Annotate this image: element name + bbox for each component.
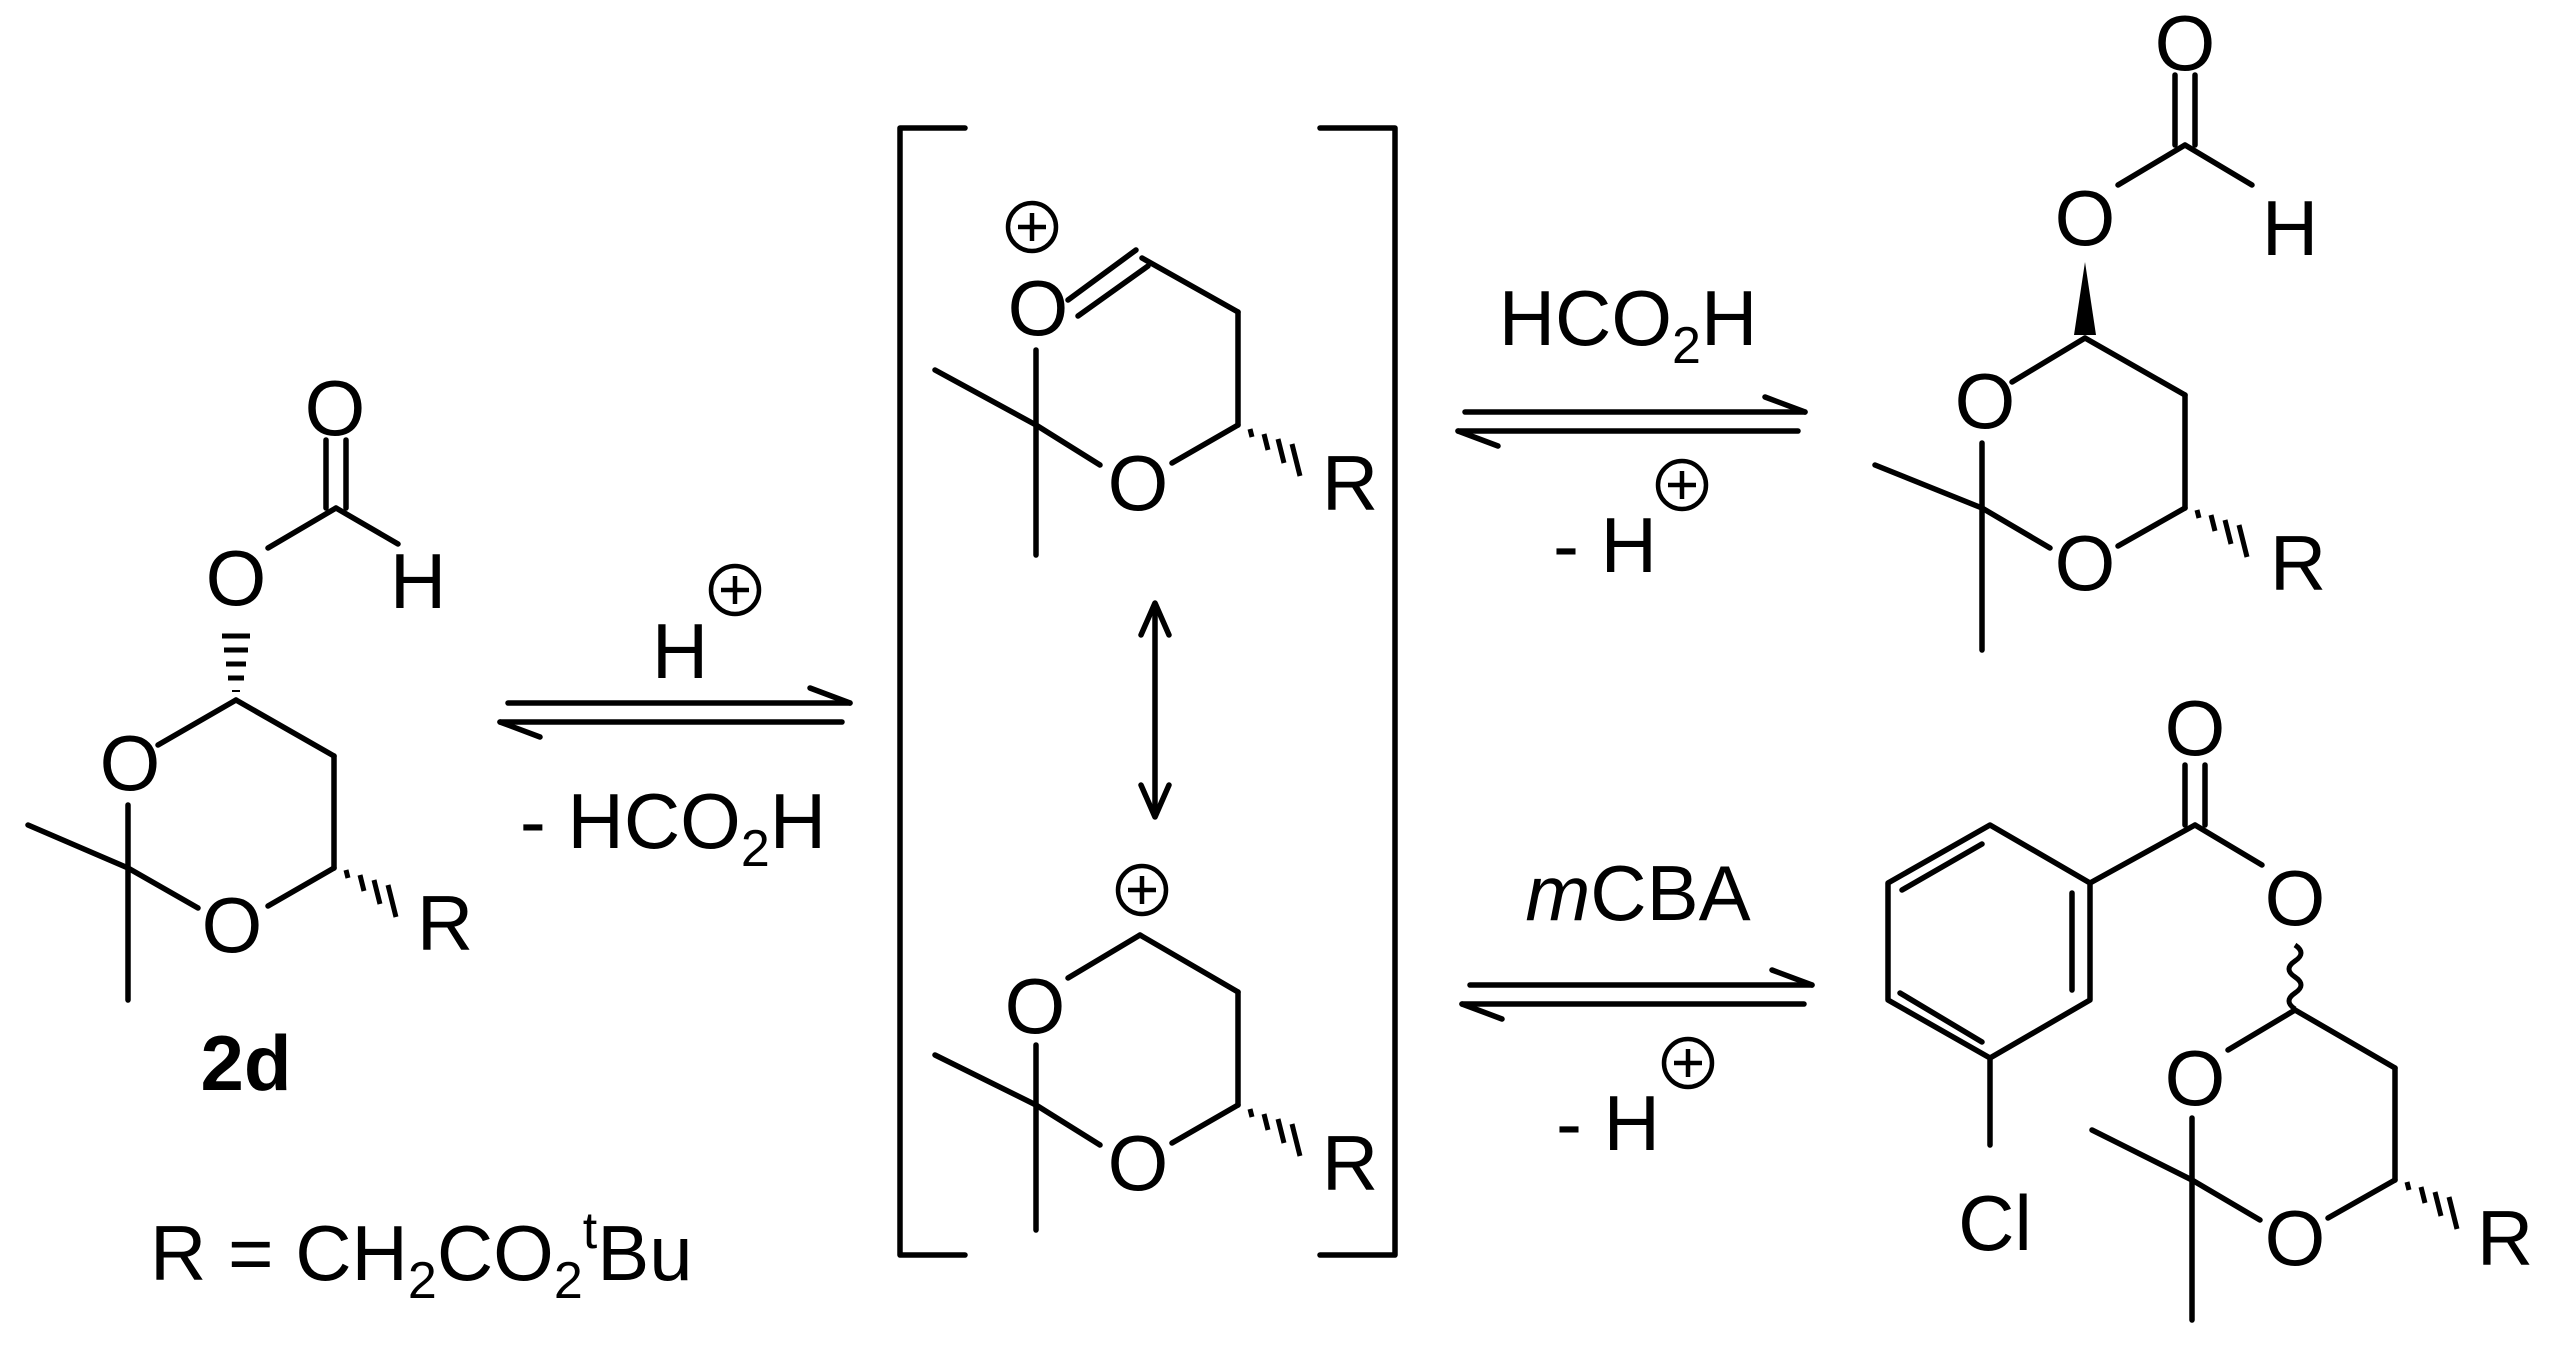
atom-oxonium-oxygen: O: [1008, 264, 1069, 352]
atom-ring-oxygen-2: O: [1108, 1119, 1169, 1207]
step3-reagent-top: mCBA: [1525, 849, 1750, 937]
atom-r-group: R: [1322, 439, 1378, 527]
wedge-bond: [2074, 262, 2096, 335]
step3-reagent-bottom: - H: [1556, 1079, 1660, 1167]
atom-r-group: R: [417, 879, 473, 967]
step2-reagent-top: HCO2H: [1499, 274, 1758, 375]
atom-ring-oxygen-2: O: [2055, 519, 2116, 607]
formate-product: O H O O O R: [1872, 0, 2326, 653]
atom-ester-oxygen: O: [206, 534, 267, 622]
atom-ester-oxygen: O: [2265, 854, 2326, 942]
carbocation-intermediate: O O R: [932, 863, 1378, 1233]
atom-hydrogen: H: [2262, 184, 2318, 272]
plus-charge-icon: [1655, 458, 1709, 512]
step2-reagent-bottom: - H: [1553, 501, 1657, 589]
plus-charge-icon: [1661, 1036, 1715, 1090]
atom-hydrogen: H: [390, 537, 446, 625]
atom-ester-oxygen: O: [2055, 174, 2116, 262]
compound-2d-structure: O H O O O R 2d: [25, 364, 473, 1107]
atom-ring-oxygen: O: [1108, 439, 1169, 527]
intermediate-brackets: [897, 125, 1398, 1258]
oxocarbenium-intermediate: O O R: [932, 200, 1378, 558]
plus-charge-icon: [708, 563, 762, 617]
atom-carbonyl-oxygen: O: [305, 364, 366, 452]
atom-r-group: R: [2270, 519, 2326, 607]
atom-carbonyl-oxygen: O: [2155, 0, 2216, 87]
resonance-arrow: [1138, 600, 1172, 820]
step1-reagent-top: H: [652, 607, 708, 695]
compound-label-2d: 2d: [200, 1019, 291, 1107]
atom-ring-oxygen-2: O: [2265, 1194, 2326, 1282]
atom-carbonyl-oxygen: O: [2165, 684, 2226, 772]
plus-charge-icon: [1005, 200, 1059, 254]
atom-r-group: R: [1322, 1119, 1378, 1207]
atom-ring-oxygen-1: O: [100, 719, 161, 807]
atom-chlorine: Cl: [1958, 1179, 2032, 1267]
equilibrium-arrow-step1: [497, 685, 853, 740]
atom-r-group: R: [2477, 1194, 2533, 1282]
chlorobenzoate-product: Cl O O O O R: [1885, 684, 2533, 1323]
r-group-definition: R = CH2CO2tBu: [150, 1202, 693, 1310]
atom-ring-oxygen-1: O: [1955, 357, 2016, 445]
equilibrium-arrow-step2: [1455, 394, 1808, 449]
atom-ring-oxygen-1: O: [2165, 1034, 2226, 1122]
step1-reagent-bottom: - HCO2H: [520, 777, 826, 878]
wavy-bond: [2286, 942, 2304, 1012]
plus-charge-icon: [1115, 863, 1169, 917]
atom-ring-oxygen-2: O: [202, 881, 263, 969]
atom-ring-oxygen-1: O: [1005, 962, 1066, 1050]
equilibrium-arrow-step3: [1459, 967, 1815, 1022]
